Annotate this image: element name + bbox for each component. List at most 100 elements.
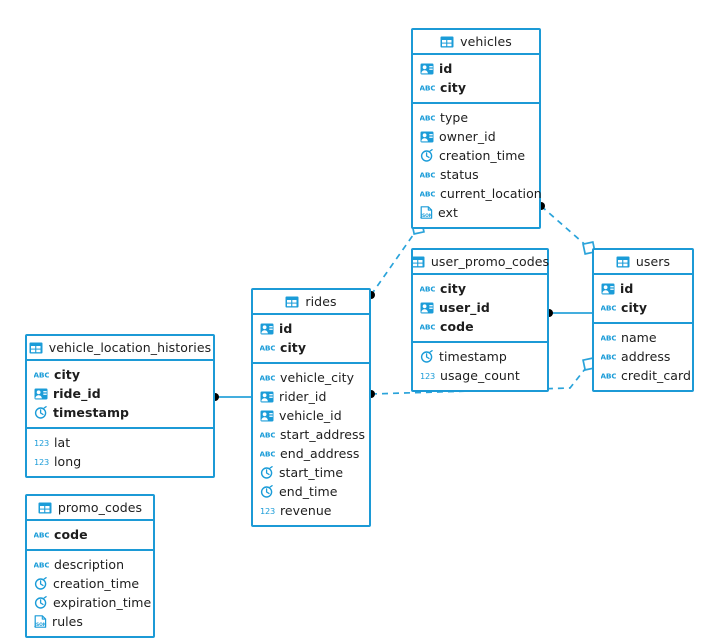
id-badge-icon bbox=[420, 302, 434, 314]
field-name: id bbox=[439, 61, 453, 76]
field-name: city bbox=[440, 281, 467, 296]
table-field[interactable]: creation_time bbox=[27, 574, 153, 593]
table-field[interactable]: ABC end_address bbox=[253, 444, 369, 463]
field-name: current_location bbox=[440, 186, 542, 201]
table-icon bbox=[285, 296, 299, 308]
table-icon bbox=[29, 342, 43, 354]
field-name: timestamp bbox=[53, 405, 130, 420]
relationship-vehicles-to-users[interactable] bbox=[537, 202, 596, 255]
table-field[interactable]: JSON ext bbox=[413, 203, 539, 222]
svg-text:ABC: ABC bbox=[34, 561, 49, 570]
table-field[interactable]: rider_id bbox=[253, 387, 369, 406]
id-badge-icon bbox=[34, 388, 48, 400]
abc-icon: ABC bbox=[420, 283, 435, 294]
field-name: address bbox=[621, 349, 671, 364]
primary-key-field[interactable]: id bbox=[413, 59, 539, 78]
id-badge-icon bbox=[260, 391, 274, 403]
primary-key-field[interactable]: id bbox=[253, 319, 369, 338]
table-header[interactable]: user_promo_codes bbox=[411, 250, 549, 275]
svg-text:ABC: ABC bbox=[260, 450, 275, 459]
table-field[interactable]: creation_time bbox=[413, 146, 539, 165]
table-field[interactable]: ABC current_location bbox=[413, 184, 542, 203]
field-name: city bbox=[280, 340, 307, 355]
field-name: end_time bbox=[279, 484, 338, 499]
table-field[interactable]: expiration_time bbox=[27, 593, 153, 612]
table-field[interactable]: end_time bbox=[253, 482, 369, 501]
table-field[interactable]: vehicle_id bbox=[253, 406, 369, 425]
svg-text:ABC: ABC bbox=[601, 334, 616, 343]
abc-icon: ABC bbox=[260, 372, 275, 383]
123-icon: 123 bbox=[420, 370, 435, 381]
primary-key-field[interactable]: ABC city bbox=[413, 279, 547, 298]
svg-text:ABC: ABC bbox=[420, 114, 435, 123]
field-name: timestamp bbox=[439, 349, 507, 364]
id-badge-icon bbox=[420, 63, 434, 75]
primary-key-field[interactable]: user_id bbox=[413, 298, 547, 317]
table-field[interactable]: owner_id bbox=[413, 127, 539, 146]
json-icon: JSON bbox=[420, 206, 433, 219]
svg-text:ABC: ABC bbox=[601, 372, 616, 381]
primary-key-field[interactable]: ride_id bbox=[27, 384, 213, 403]
field-name: end_address bbox=[280, 446, 360, 461]
svg-text:ABC: ABC bbox=[601, 353, 616, 362]
field-name: id bbox=[279, 321, 293, 336]
table-icon bbox=[616, 256, 630, 268]
table-icon bbox=[440, 36, 454, 48]
table-name: vehicle_location_histories bbox=[48, 340, 212, 355]
abc-icon: ABC bbox=[34, 369, 49, 380]
abc-icon: ABC bbox=[420, 188, 435, 199]
abc-icon: ABC bbox=[601, 332, 616, 343]
table-field[interactable]: timestamp bbox=[413, 347, 547, 366]
relationship-user_promo_codes-to-users[interactable] bbox=[545, 309, 592, 317]
table-header[interactable]: vehicles bbox=[413, 30, 539, 55]
table-header[interactable]: rides bbox=[253, 290, 369, 315]
svg-text:ABC: ABC bbox=[420, 190, 435, 199]
clock-icon bbox=[34, 406, 48, 419]
svg-text:123: 123 bbox=[420, 371, 435, 381]
abc-icon: ABC bbox=[34, 529, 49, 540]
field-name: ext bbox=[438, 205, 458, 220]
svg-text:123: 123 bbox=[34, 457, 49, 467]
table-header[interactable]: vehicle_location_histories bbox=[27, 336, 213, 361]
table-field[interactable]: ABC address bbox=[594, 347, 692, 366]
field-name: start_address bbox=[280, 427, 366, 442]
primary-key-field[interactable]: id bbox=[594, 279, 692, 298]
table-header[interactable]: users bbox=[594, 250, 692, 275]
field-name: rules bbox=[52, 614, 83, 629]
table-field[interactable]: start_time bbox=[253, 463, 369, 482]
field-name: creation_time bbox=[53, 576, 140, 591]
primary-key-field[interactable]: timestamp bbox=[27, 403, 213, 422]
table-header[interactable]: promo_codes bbox=[27, 496, 153, 521]
svg-text:123: 123 bbox=[260, 506, 275, 516]
relationship-vehicle_location_histories-to-rides[interactable] bbox=[211, 393, 251, 401]
field-name: expiration_time bbox=[53, 595, 152, 610]
